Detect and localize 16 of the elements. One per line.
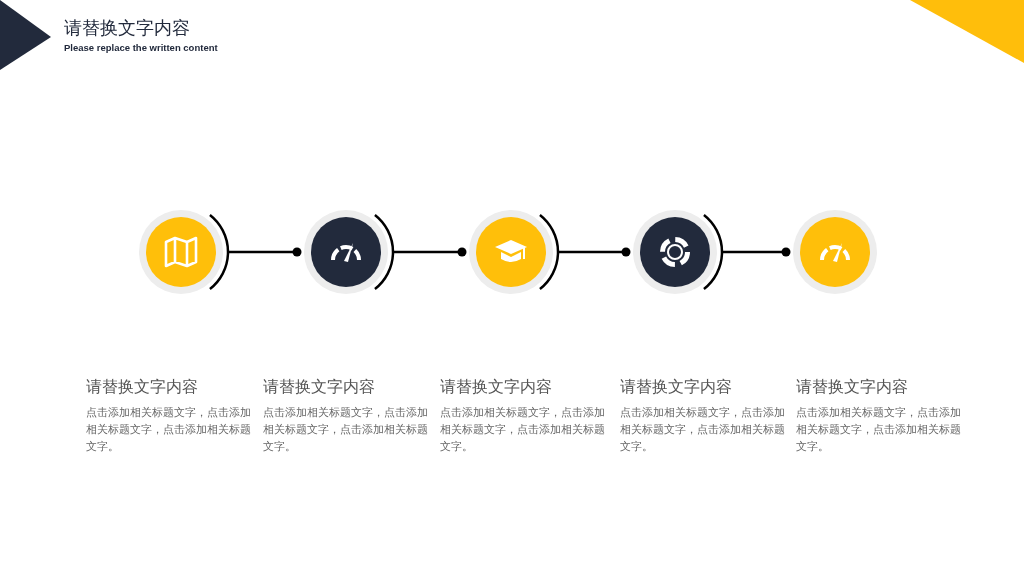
column-text: 点击添加相关标题文字，点击添加相关标题文字，点击添加相关标题文字。: [796, 405, 962, 454]
column-heading: 请替换文字内容: [86, 377, 198, 398]
column-text: 点击添加相关标题文字，点击添加相关标题文字，点击添加相关标题文字。: [620, 405, 786, 454]
column-heading: 请替换文字内容: [620, 377, 732, 398]
connector: [393, 247, 467, 257]
column-text: 点击添加相关标题文字，点击添加相关标题文字，点击添加相关标题文字。: [86, 405, 252, 454]
title: 请替换文字内容: [64, 16, 190, 40]
column-heading: 请替换文字内容: [263, 377, 375, 398]
column-heading: 请替换文字内容: [440, 377, 552, 398]
connector: [722, 247, 791, 257]
column-heading: 请替换文字内容: [796, 377, 908, 398]
column-text: 点击添加相关标题文字，点击添加相关标题文字，点击添加相关标题文字。: [440, 405, 606, 454]
subtitle: Please replace the written content: [64, 42, 218, 53]
connector: [228, 247, 302, 257]
column-text: 点击添加相关标题文字，点击添加相关标题文字，点击添加相关标题文字。: [263, 405, 429, 454]
connector: [558, 247, 631, 257]
